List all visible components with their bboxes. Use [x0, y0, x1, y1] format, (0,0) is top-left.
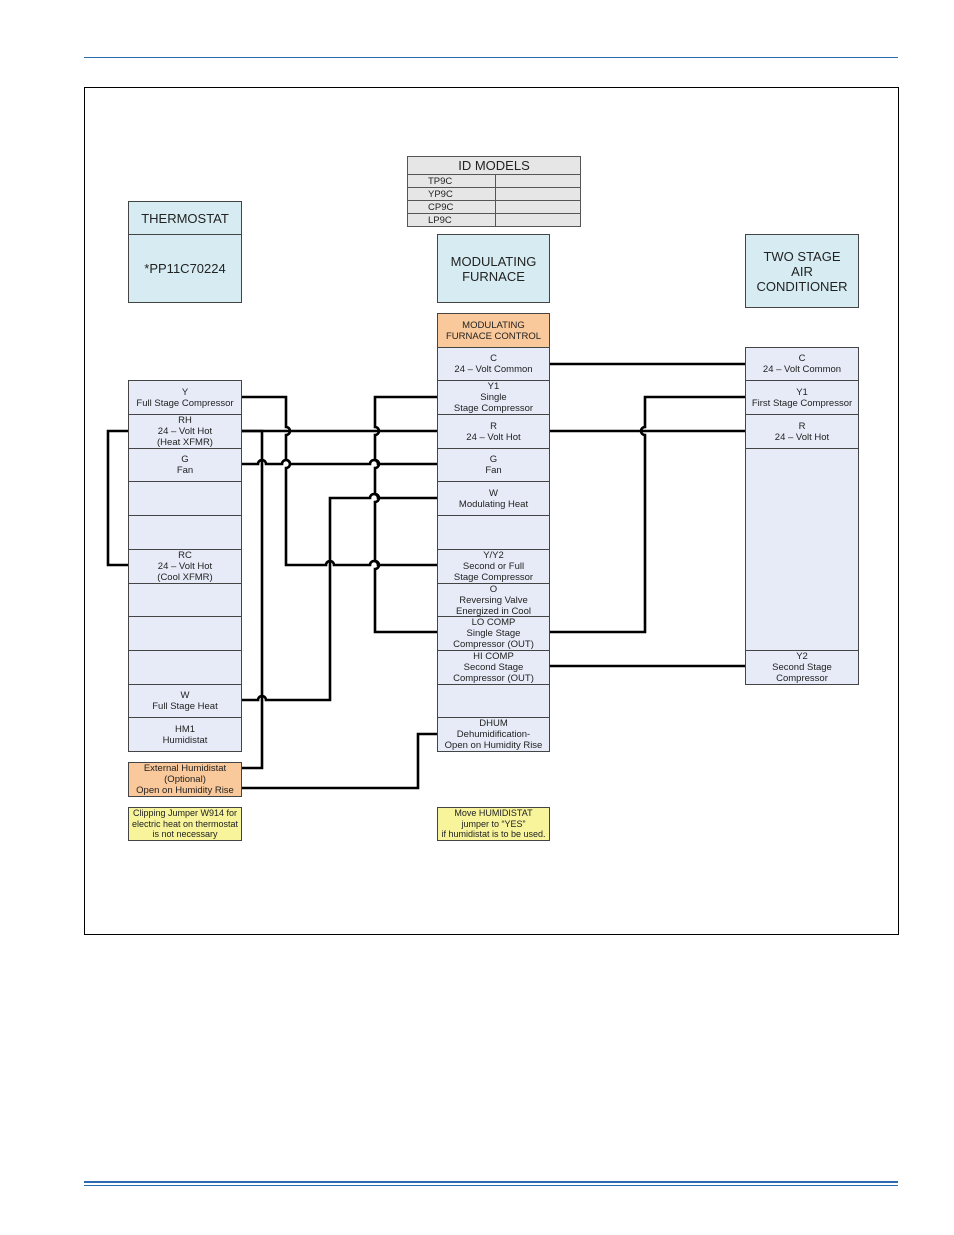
thermostat-title: THERMOSTAT: [128, 201, 242, 235]
ac-terminal-y2: Y2 Second Stage Compressor: [745, 650, 859, 685]
top-rule: [84, 57, 898, 58]
furnace-terminal-hi-comp: HI COMP Second Stage Compressor (OUT): [437, 650, 550, 685]
g-to-g-wire: [241, 458, 437, 466]
furnace-terminal-r: R 24 – Volt Hot: [437, 414, 550, 449]
jumper-note: Clipping Jumper W914 for electric heat o…: [128, 807, 242, 841]
rh-to-humidistat-wire: [241, 429, 264, 770]
ac-terminal-y1: Y1 First Stage Compressor: [745, 380, 859, 415]
furnace-terminal-y1: Y1 Single Stage Compressor: [437, 380, 550, 415]
furnace-terminal-w: W Modulating Heat: [437, 481, 550, 516]
furnace-terminal-empty: [437, 515, 550, 550]
thermostat-terminal-empty: [128, 481, 242, 516]
id-model-cell: YP9C: [407, 187, 496, 201]
bottom-rule-thick: [84, 1181, 898, 1183]
id-model-cell: LP9C: [407, 213, 496, 227]
thermostat-model: *PP11C70224: [128, 234, 242, 303]
bottom-rule-thin: [84, 1185, 898, 1186]
id-models-title: ID MODELS: [407, 156, 581, 175]
thermostat-terminal-g: G Fan: [128, 448, 242, 482]
thermostat-terminal-hm1: HM1 Humidistat: [128, 717, 242, 752]
id-models-table: ID MODELS TP9C YP9C CP9C LP9C: [407, 156, 581, 227]
furnace-terminal-yy2: Y/Y2 Second or Full Stage Compressor: [437, 549, 550, 584]
w-to-w-wire: [241, 492, 437, 702]
id-model-blank: [495, 174, 581, 188]
furnace-control-title: MODULATING FURNACE CONTROL: [437, 313, 550, 348]
rh-rc-jumper-wire: [106, 429, 128, 567]
furnace-terminal-o: O Reversing Valve Energized in Cool: [437, 583, 550, 617]
furnace-title: MODULATING FURNACE: [437, 234, 550, 303]
id-model-blank: [495, 187, 581, 201]
furnace-terminal-lo-comp: LO COMP Single Stage Compressor (OUT): [437, 616, 550, 651]
thermostat-terminal-rh: RH 24 – Volt Hot (Heat XFMR): [128, 414, 242, 449]
ac-body-empty: [745, 448, 859, 651]
y-to-yy2-wire: [241, 395, 437, 567]
thermostat-terminal-y: Y Full Stage Compressor: [128, 380, 242, 415]
thermostat-terminal-empty: [128, 616, 242, 651]
ac-terminal-r: R 24 – Volt Hot: [745, 414, 859, 449]
humidistat-jumper-note: Move HUMIDISTAT jumper to “YES” if humid…: [437, 807, 550, 841]
thermostat-terminal-empty: [128, 515, 242, 550]
furnace-terminal-g: G Fan: [437, 448, 550, 482]
humidistat-to-dhum-wire: [241, 732, 437, 790]
ac-terminal-c: C 24 – Volt Common: [745, 347, 859, 381]
thermostat-terminal-rc: RC 24 – Volt Hot (Cool XFMR): [128, 549, 242, 584]
y1-to-locomp-wire: [373, 395, 437, 634]
id-model-blank: [495, 200, 581, 214]
id-model-cell: CP9C: [407, 200, 496, 214]
thermostat-terminal-w: W Full Stage Heat: [128, 684, 242, 718]
diagram-frame: [84, 87, 899, 935]
furnace-terminal-empty: [437, 684, 550, 718]
furnace-terminal-c: C 24 – Volt Common: [437, 347, 550, 381]
locomp-to-y1-wire: [549, 395, 745, 634]
id-model-cell: TP9C: [407, 174, 496, 188]
thermostat-terminal-empty: [128, 650, 242, 685]
thermostat-terminal-empty: [128, 583, 242, 617]
furnace-terminal-dhum: DHUM Dehumidification- Open on Humidity …: [437, 717, 550, 752]
id-model-blank: [495, 213, 581, 227]
external-humidistat: External Humidistat (Optional) Open on H…: [128, 762, 242, 797]
air-conditioner-title: TWO STAGE AIR CONDITIONER: [745, 234, 859, 308]
